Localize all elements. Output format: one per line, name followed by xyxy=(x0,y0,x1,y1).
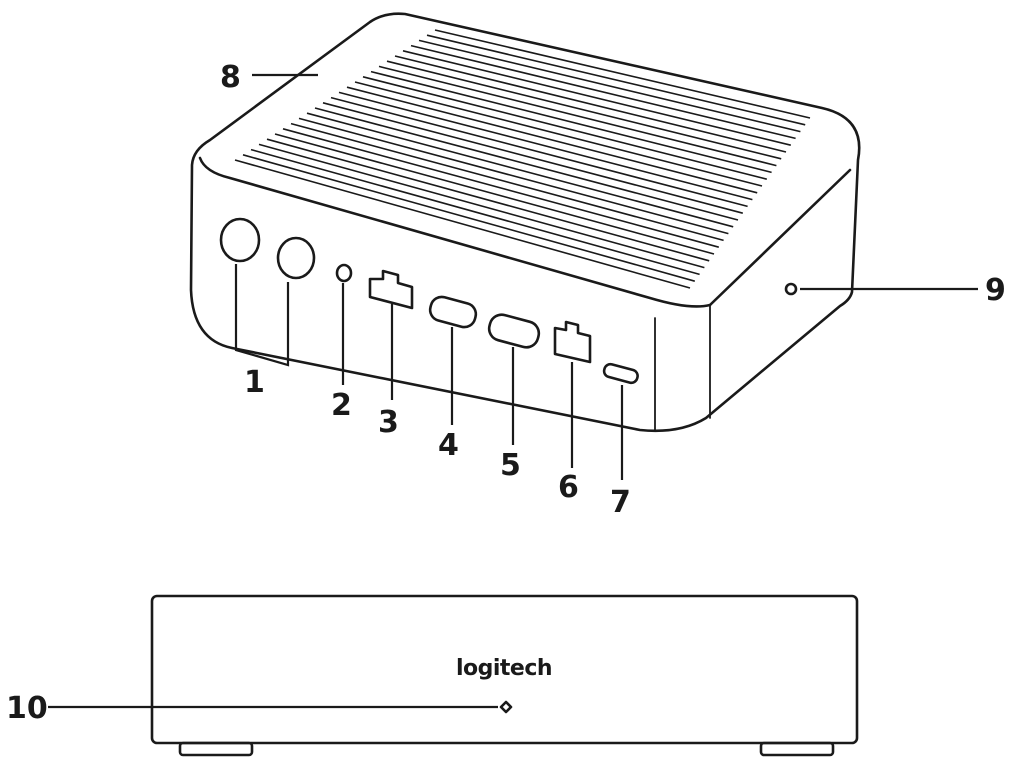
vent-line xyxy=(306,112,734,228)
vent-line xyxy=(346,86,758,194)
callout-1: 1 xyxy=(244,365,265,400)
callout-5: 5 xyxy=(500,448,521,483)
vent-line xyxy=(410,44,796,140)
port-9-side-button xyxy=(784,282,798,296)
rear-ports xyxy=(219,217,798,385)
port-1a-round-connector xyxy=(219,217,261,263)
vent-line xyxy=(330,96,748,208)
vent-line xyxy=(354,81,763,187)
vent-line xyxy=(274,133,715,255)
vent-line xyxy=(426,34,806,126)
vent-line xyxy=(234,159,691,289)
front-view-right-foot xyxy=(759,741,835,757)
device-body-outline xyxy=(189,12,861,433)
port-5-hdmi xyxy=(487,313,541,349)
leader-lines xyxy=(234,73,978,480)
front-view-left-foot xyxy=(178,741,254,757)
callout-4: 4 xyxy=(438,428,459,463)
vent-line xyxy=(434,29,811,119)
device-perspective-view: 1 2 3 4 5 6 7 8 9 xyxy=(189,12,1006,520)
vent-line xyxy=(282,128,720,248)
vent-line xyxy=(362,76,767,180)
vent-line xyxy=(250,148,700,276)
callout-3: 3 xyxy=(378,405,399,440)
logitech-logo: logitech xyxy=(456,656,552,681)
top-vent-grille xyxy=(234,29,811,289)
top-face-right-edge xyxy=(708,168,852,307)
vent-line xyxy=(314,107,739,221)
device-front-view: logitech 10 xyxy=(6,594,859,757)
callout-8: 8 xyxy=(220,60,241,95)
callout-2: 2 xyxy=(331,388,352,423)
vent-line xyxy=(322,102,744,214)
vent-line xyxy=(418,39,801,133)
callout-10: 10 xyxy=(6,691,48,726)
callout-6: 6 xyxy=(558,470,579,505)
front-view-status-led xyxy=(499,700,513,714)
port-6-ethernet xyxy=(553,320,592,364)
port-2-audio-jack xyxy=(335,263,353,283)
vent-line xyxy=(378,65,777,167)
vent-line xyxy=(402,50,791,146)
vent-line xyxy=(266,138,710,262)
top-face-front-edge xyxy=(198,156,712,308)
callout-labels: 1 2 3 4 5 6 7 8 9 xyxy=(220,60,1006,520)
vent-line xyxy=(370,70,772,174)
port-4-hdmi xyxy=(428,295,478,329)
vent-line xyxy=(394,55,787,153)
vent-line xyxy=(242,154,696,282)
port-3-ethernet xyxy=(368,269,414,310)
leader-1 xyxy=(234,264,290,367)
callout-7: 7 xyxy=(610,485,631,520)
front-view-body xyxy=(150,594,859,745)
vent-line xyxy=(386,60,782,160)
port-7-usb-c xyxy=(602,362,639,385)
vent-line xyxy=(290,122,724,242)
port-1b-round-connector xyxy=(276,236,316,280)
callout-9: 9 xyxy=(985,273,1006,308)
vent-line xyxy=(338,91,753,201)
vent-line xyxy=(298,117,729,235)
vent-line xyxy=(258,143,705,269)
